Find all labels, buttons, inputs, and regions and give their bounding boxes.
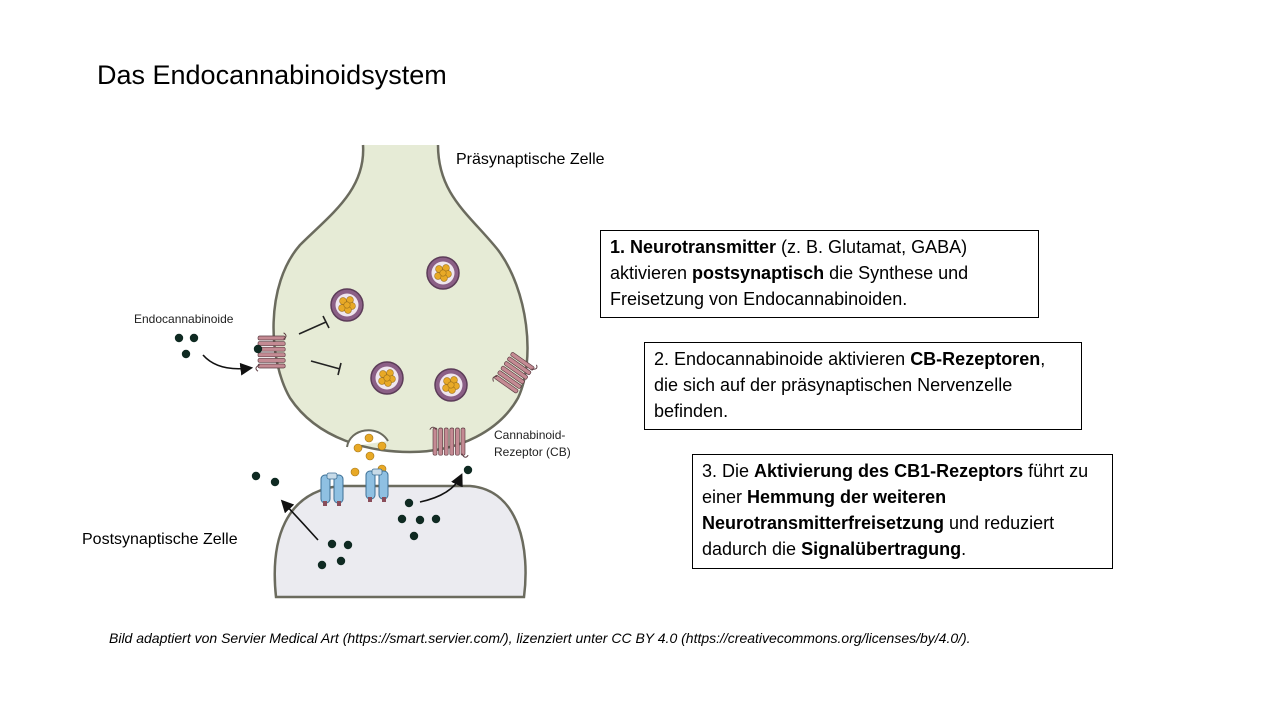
endocannabinoid-dots [174,333,473,570]
vesicle-icon [434,368,468,402]
endocannabinoid-label: Endocannabinoide [134,312,234,326]
cb-receptor-label-line1: Cannabinoid- [494,428,566,442]
presynaptic-label: Präsynaptische Zelle [456,151,605,168]
box1-text-2: die Synthese und Freisetzung von Endocan… [610,263,969,309]
box2-bold-1: CB-Rezeptoren [910,349,1041,369]
box3-text-3: und reduziert dadurch die [702,513,1055,559]
cb-receptor-label: Cannabinoid- Rezeptor (CB) [494,427,571,461]
box3-text-4: . [961,539,967,559]
box3-text-2: führt zu einer [702,461,1089,507]
info-box-1: 1. Neurotransmitter (z. B. Glutamat, GAB… [600,230,1039,318]
box1-bold-2: postsynaptisch [692,263,825,283]
postsynaptic-label: Postsynaptische Zelle [82,531,238,548]
postsynaptic-cell [273,484,527,599]
cb-receptor-label-line2: Rezeptor (CB) [494,445,571,459]
box3-bold-2: Hemmung der weiteren Neurotransmitterfre… [702,487,947,533]
vesicle-icon [426,256,460,290]
box2-text-1: 2. Endocannabinoide aktivieren [654,349,911,369]
slide-title: Das Endocannabinoidsystem [97,60,447,90]
box3-text-1: 3. Die [702,461,755,481]
box1-bold-1: 1. Neurotransmitter [610,237,777,257]
info-box-3: 3. Die Aktivierung des CB1-Rezeptors füh… [692,454,1113,569]
box1-text-1: (z. B. Glutamat, GABA) aktivieren [610,237,968,283]
presynaptic-cell [272,144,529,454]
box2-text-2: , die sich auf der präsynaptischen Nerve… [654,349,1046,421]
info-box-2: 2. Endocannabinoide aktivieren CB-Rezept… [644,342,1082,430]
vesicle-icon [330,288,364,322]
image-credit-caption: Bild adaptiert von Servier Medical Art (… [109,630,971,646]
box3-bold-1: Aktivierung des CB1-Rezeptors [754,461,1024,481]
vesicle-icon [370,361,404,395]
box3-bold-3: Signalübertragung [801,539,962,559]
